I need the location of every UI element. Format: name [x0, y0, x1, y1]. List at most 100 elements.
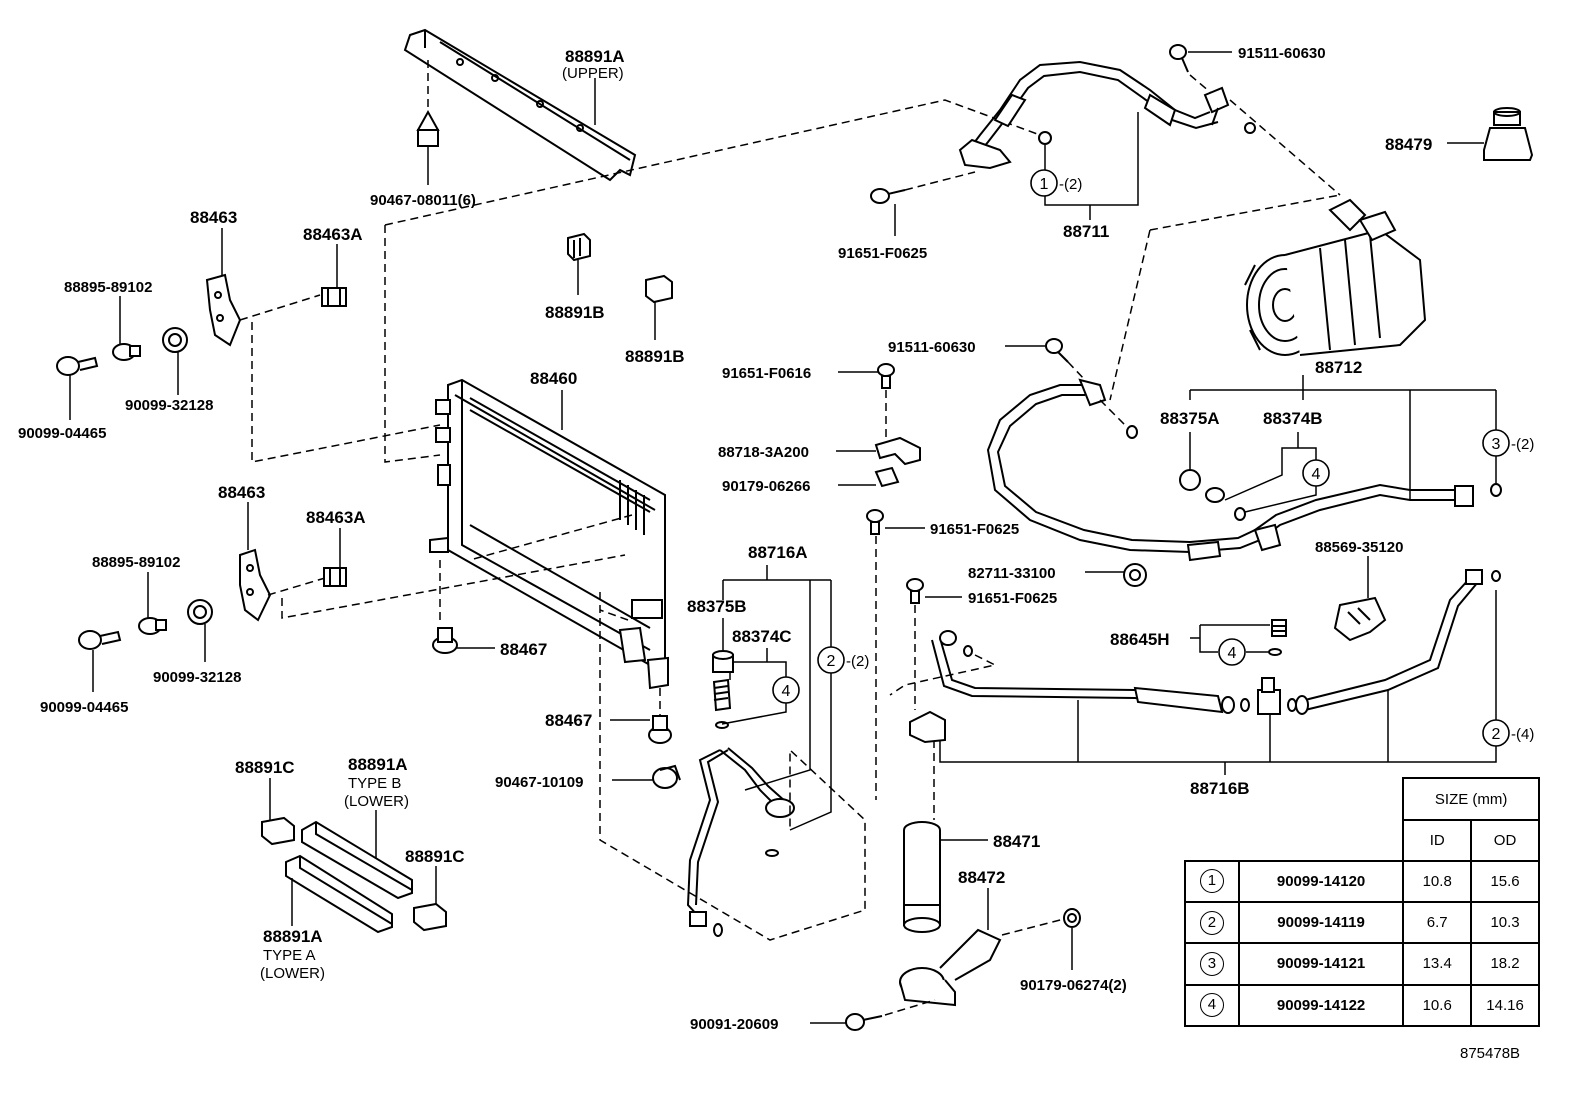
block-88891b-1: [567, 232, 591, 262]
label-lower-a: (LOWER): [260, 965, 325, 982]
block-88891a-typeb: [301, 820, 413, 900]
row-id: 10.8: [1402, 859, 1473, 903]
valve-cap-88375a: [1179, 469, 1201, 491]
row-od: 18.2: [1470, 942, 1540, 986]
bracket-88718-3a200: [874, 436, 921, 466]
callout-2-b: 2: [1492, 726, 1501, 743]
label-88891b-2: 88891B: [625, 347, 685, 366]
clip-90467-08011: [416, 109, 440, 147]
label-88712: 88712: [1315, 358, 1362, 377]
valve-88716b: [1257, 677, 1281, 715]
row-od: 10.3: [1470, 900, 1540, 945]
label-88472: 88472: [958, 868, 1005, 887]
label-90099-04465-mid: 90099-04465: [40, 699, 128, 716]
label-91651-f0625-a: 91651-F0625: [930, 521, 1019, 538]
size-table-col-od: OD: [1470, 819, 1540, 862]
callout-4-c: 4: [1228, 645, 1237, 662]
label-88375a: 88375A: [1160, 409, 1220, 428]
label-82711-33100: 82711-33100: [968, 565, 1056, 582]
callout-2-a-qty: -(2): [846, 653, 869, 670]
callout-1: 1: [1040, 176, 1049, 193]
label-88374b: 88374B: [1263, 409, 1323, 428]
label-88479: 88479: [1385, 135, 1432, 154]
label-88891a-typea: 88891A: [263, 927, 323, 946]
cap-88479: [1483, 107, 1534, 161]
bracket-88463-mid: [239, 548, 272, 622]
table-row: 4 90099-14122 10.6 14.16: [1184, 983, 1540, 1028]
row-od: 15.6: [1470, 859, 1540, 903]
nut-90179-06274: [1063, 908, 1081, 928]
label-88891b-1: 88891B: [545, 303, 605, 322]
grommet-90099-32128-mid: [187, 599, 213, 625]
label-88718-3a200: 88718-3A200: [718, 444, 809, 461]
bracket-88472: [899, 928, 1002, 1007]
row-index: 1: [1199, 869, 1224, 894]
cushion-90179-06266: [874, 466, 900, 488]
size-table-col-id: ID: [1402, 819, 1473, 862]
callout-2-b-qty: -(4): [1511, 726, 1534, 743]
row-index: 2: [1199, 910, 1224, 935]
row-id: 10.6: [1402, 983, 1473, 1028]
label-88463a-top: 88463A: [303, 225, 363, 244]
compressor-88712: [1244, 198, 1427, 356]
valve-88645h: [1271, 619, 1287, 637]
label-88891a-typeb: 88891A: [348, 755, 408, 774]
table-row: 1 90099-14120 10.8 15.6: [1184, 859, 1540, 903]
bolt-91511-60630-top: [1169, 44, 1189, 73]
label-91511-60630-top: 91511-60630: [1238, 45, 1326, 62]
bolt-91511-60630-a: [1045, 338, 1069, 363]
label-88645h: 88645H: [1110, 630, 1170, 649]
label-88375b: 88375B: [687, 597, 747, 616]
label-90179-06274: 90179-06274(2): [1020, 977, 1127, 994]
valve-cap-88375b: [712, 650, 734, 673]
bracket-88716b: [909, 710, 946, 744]
block-88891c-b: [413, 902, 447, 932]
callout-1-qty: -(2): [1059, 176, 1082, 193]
label-88569-35120: 88569-35120: [1315, 539, 1403, 556]
label-88711: 88711: [1063, 222, 1109, 241]
upper-support-bracket: [403, 28, 637, 182]
clamp-82711-33100: [1123, 563, 1147, 587]
bolt-90091-20609: [845, 1013, 883, 1031]
label-88463-mid: 88463: [218, 483, 265, 502]
label-91651-f0625-b: 91651-F0625: [838, 245, 927, 262]
valve-core-88374b: [1205, 487, 1225, 503]
switch-88569-35120: [1333, 596, 1387, 642]
bolt-88895-top: [112, 343, 141, 361]
label-type-b: TYPE B: [348, 775, 401, 792]
row-part-number: 90099-14122: [1237, 983, 1405, 1028]
grommet-90099-32128-top: [162, 327, 188, 353]
label-88891c-b: 88891C: [405, 847, 465, 866]
label-88467-b: 88467: [545, 711, 592, 730]
row-od: 14.16: [1470, 983, 1540, 1028]
callout-3-qty: -(2): [1511, 436, 1534, 453]
block-88891b-2: [645, 274, 673, 304]
label-type-a: TYPE A: [263, 947, 316, 964]
label-88895-89102-mid: 88895-89102: [92, 554, 180, 571]
label-90467-10109: 90467-10109: [495, 774, 583, 791]
label-88467-a: 88467: [500, 640, 547, 659]
row-id: 13.4: [1402, 942, 1473, 986]
bolt-88895-mid: [138, 617, 167, 635]
row-id: 6.7: [1402, 900, 1473, 945]
o-ring-size-table: SIZE (mm) ID OD 1 90099-14120 10.8 15.6 …: [1184, 776, 1540, 1028]
condenser-88460: [429, 378, 669, 690]
bolt-91651-f0616: [877, 363, 895, 389]
label-88463a-mid: 88463A: [306, 508, 366, 527]
label-88460: 88460: [530, 369, 577, 388]
label-88463-top: 88463: [190, 208, 237, 227]
mount-88467-b: [648, 715, 672, 744]
label-upper: (UPPER): [562, 65, 624, 82]
valve-core-88374c: [712, 678, 732, 712]
cushion-88463a-top: [321, 287, 347, 307]
label-lower-b: (LOWER): [344, 793, 409, 810]
label-90099-32128-mid: 90099-32128: [153, 669, 241, 686]
callout-4-b: 4: [1312, 466, 1321, 483]
bolt-90099-04465-top: [56, 356, 99, 376]
callout-3: 3: [1492, 436, 1501, 453]
row-part-number: 90099-14119: [1237, 900, 1405, 945]
label-88891a-upper: 88891A: [565, 47, 625, 66]
label-88716a: 88716A: [748, 543, 808, 562]
label-88471: 88471: [993, 832, 1040, 851]
